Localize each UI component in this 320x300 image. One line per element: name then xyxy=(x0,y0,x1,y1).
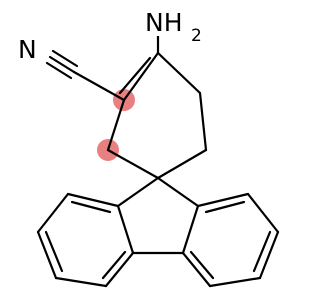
chemical-structure: NH 2 N xyxy=(16,6,280,288)
bond-l4 xyxy=(54,276,108,288)
bond-c1-c2-double xyxy=(118,56,152,95)
bond-r4 xyxy=(208,276,262,288)
bond-triple-center xyxy=(48,55,76,74)
bond-c6-c1 xyxy=(156,51,202,95)
bond-spiro-c8a xyxy=(156,176,200,208)
bond-r5-double xyxy=(189,250,215,280)
bond-r1-double xyxy=(204,200,246,214)
amine-subscript: 2 xyxy=(191,26,202,46)
nitrile-symbol: N xyxy=(18,35,37,64)
bond-c9a-c4a xyxy=(116,204,135,255)
nitrile-label: N xyxy=(16,35,40,64)
bond-r3 xyxy=(258,230,280,280)
bond-r5 xyxy=(181,251,212,288)
left-benzene-ring xyxy=(36,192,135,288)
bond-l1-double xyxy=(70,200,112,214)
amine-symbol: NH xyxy=(145,8,183,37)
bond-c2-cn xyxy=(72,70,126,102)
bond-r1 xyxy=(196,192,250,208)
bond-triple-lower xyxy=(45,61,73,80)
bond-c8a-c4b xyxy=(181,204,200,255)
bond-l2 xyxy=(36,192,70,234)
bond-r2 xyxy=(246,192,280,234)
bond-triple-upper xyxy=(51,49,79,68)
bond-spiro-c9a xyxy=(116,176,160,208)
fluorene-five-ring xyxy=(116,176,200,255)
bond-c2-c3 xyxy=(106,98,126,152)
bond-l3-double xyxy=(44,230,64,273)
bond-c5-c6 xyxy=(198,91,208,152)
bond-spiro-c5 xyxy=(156,148,208,180)
bond-l5 xyxy=(104,251,135,288)
amine-label: NH 2 xyxy=(144,6,212,46)
bond-l5-double xyxy=(101,250,127,280)
right-benzene-ring xyxy=(181,192,280,288)
bond-c1-c2 xyxy=(122,51,160,102)
bond-l3 xyxy=(36,230,58,280)
cyclohexene-ring xyxy=(106,51,208,180)
molecule-canvas: NH 2 N xyxy=(16,6,280,288)
bond-c3-spiro xyxy=(106,148,160,180)
bond-r3-double xyxy=(252,230,272,273)
nitrile-group xyxy=(45,49,126,102)
bond-l1 xyxy=(66,192,120,208)
